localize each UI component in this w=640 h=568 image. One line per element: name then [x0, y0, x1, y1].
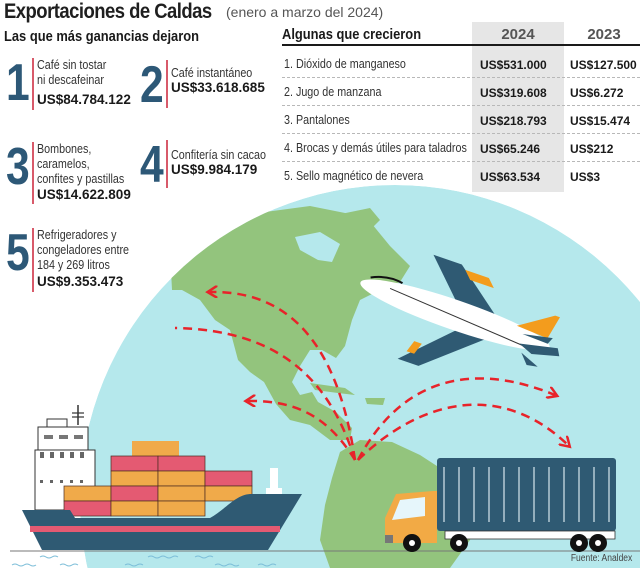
- product-name: 3. Pantalones: [284, 113, 350, 127]
- value-2024: US$319.608: [480, 86, 547, 100]
- rank-divider: [166, 140, 168, 188]
- rank-label-line: 184 y 269 litros: [37, 258, 110, 272]
- container-truck-icon: [385, 458, 616, 552]
- value-2023: US$3: [570, 170, 601, 184]
- rank-divider: [32, 228, 34, 292]
- infographic-header: Exportaciones de Caldas (enero a marzo d…: [4, 0, 383, 24]
- rank-label-line: Café sin tostar: [37, 58, 107, 72]
- value-2023: US$127.500: [570, 58, 637, 72]
- table-row: 4. Brocas y demás útiles para taladros U…: [282, 134, 640, 162]
- table-row: 3. Pantalones US$218.793 US$15.474: [282, 106, 640, 134]
- rank-value: US$14.622.809: [37, 187, 131, 202]
- table-title: Algunas que crecieron: [282, 26, 422, 43]
- table-row: 2. Jugo de manzana US$319.608 US$6.272: [282, 78, 640, 106]
- rank-label-line: ni descafeinar: [37, 73, 104, 87]
- value-2023: US$6.272: [570, 86, 624, 100]
- product-name: 1. Dióxido de manganeso: [284, 57, 406, 71]
- value-2024: US$531.000: [480, 58, 547, 72]
- rank-number: 3: [6, 138, 30, 196]
- column-header-2024: 2024: [501, 26, 535, 43]
- rank-label-line: Confitería sin cacao: [171, 148, 267, 162]
- rank-label-line: confites y pastillas: [37, 172, 125, 186]
- rank-divider: [166, 60, 168, 108]
- rank-value: US$9.353.473: [37, 274, 124, 289]
- rank-value: US$33.618.685: [171, 80, 265, 95]
- rank-label-line: Café instantáneo: [171, 66, 253, 80]
- value-2024: US$218.793: [480, 114, 547, 128]
- rank-value: US$9.984.179: [171, 162, 258, 177]
- product-name: 5. Sello magnético de nevera: [284, 169, 424, 183]
- table-row: 5. Sello magnético de nevera US$63.534 U…: [282, 162, 640, 190]
- rank-divider: [32, 58, 34, 110]
- rank-label-line: caramelos,: [37, 157, 90, 171]
- rank-label-line: Bombones,: [37, 142, 92, 156]
- rank-divider: [32, 142, 34, 204]
- table-header: Algunas que crecieron 2024 2023: [282, 22, 640, 46]
- cargo-ship-icon: [10, 405, 640, 567]
- rank-number: 4: [140, 136, 164, 194]
- table-row: 1. Dióxido de manganeso US$531.000 US$12…: [282, 50, 640, 78]
- page-subtitle: (enero a marzo del 2024): [226, 4, 384, 20]
- product-name: 2. Jugo de manzana: [284, 85, 382, 99]
- rank-label-line: Refrigeradores y: [37, 228, 117, 242]
- airplane-icon: [360, 254, 560, 367]
- rank-number: 5: [6, 224, 30, 282]
- value-2024: US$65.246: [480, 142, 541, 156]
- value-2024: US$63.534: [480, 170, 541, 184]
- rank-label-line: congeladores entre: [37, 243, 130, 257]
- rank-number: 2: [140, 56, 164, 114]
- product-name: 4. Brocas y demás útiles para taladros: [284, 141, 467, 155]
- rank-number: 1: [6, 54, 30, 112]
- rank-value: US$84.784.122: [37, 92, 131, 107]
- page-title: Exportaciones de Caldas: [4, 0, 212, 23]
- value-2023: US$15.474: [570, 114, 631, 128]
- column-header-2023: 2023: [587, 26, 621, 43]
- column-2024-highlight: [472, 22, 564, 192]
- source-credit: Fuente: Analdex: [570, 553, 632, 564]
- export-routes-icon: [174, 292, 568, 461]
- top-exports-heading: Las que más ganancias dejaron: [4, 28, 200, 45]
- value-2023: US$212: [570, 142, 614, 156]
